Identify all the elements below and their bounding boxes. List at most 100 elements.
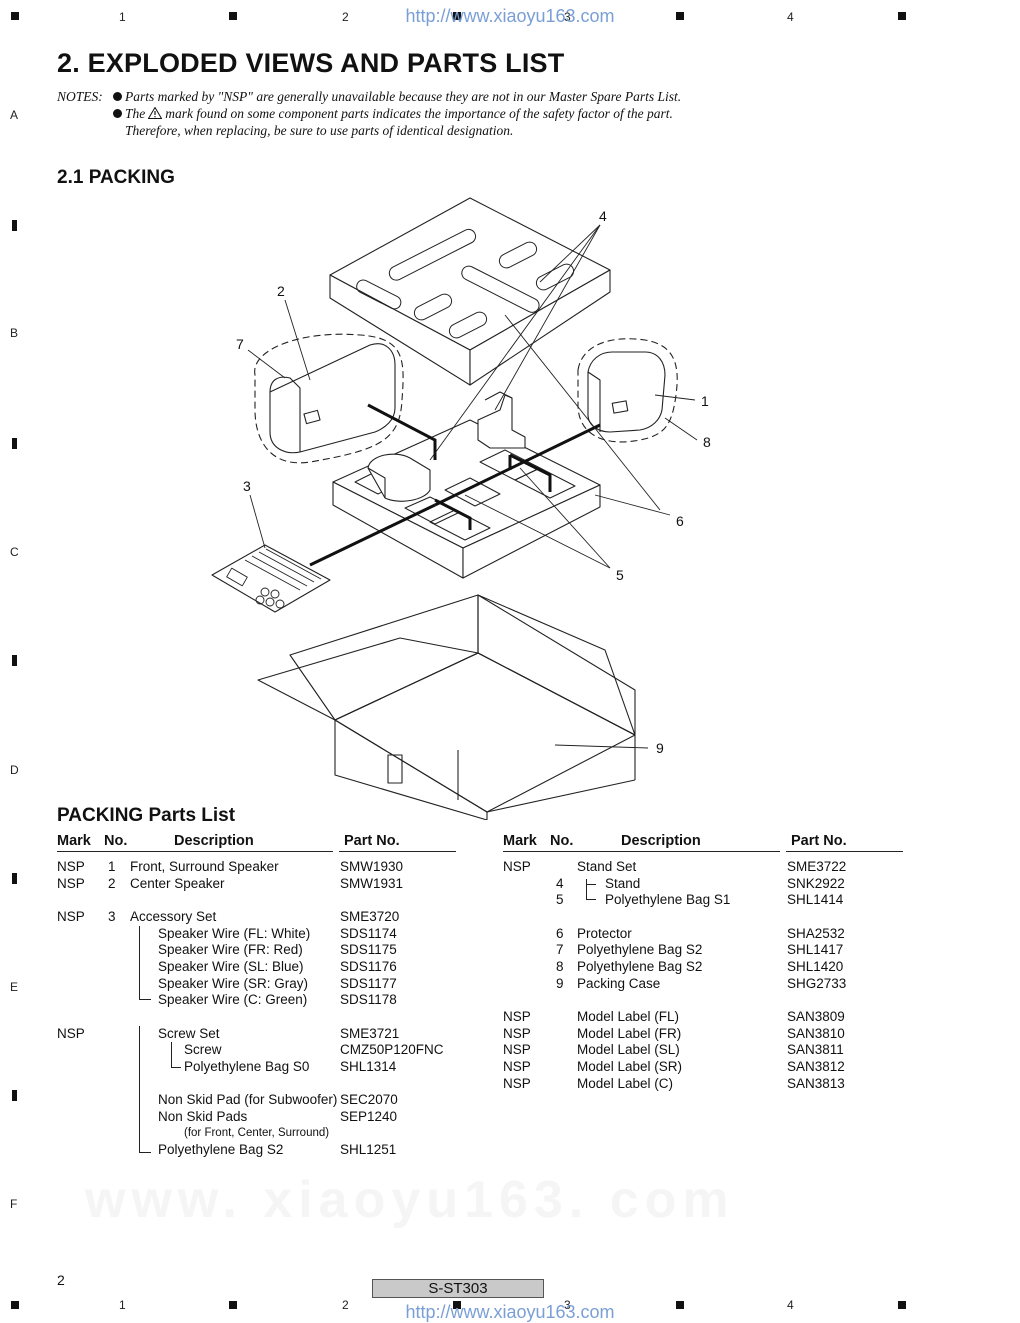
bullet-icon: [113, 92, 122, 101]
row-description: Front, Surround Speaker: [130, 859, 279, 874]
row-no: 4: [556, 876, 564, 891]
row-no: 2: [108, 876, 116, 891]
header-rule: [503, 851, 780, 852]
callout-9: 9: [656, 740, 664, 756]
model-number-box: S-ST303: [372, 1279, 544, 1298]
grid-number-4: 4: [787, 10, 794, 24]
top-protector: [329, 197, 611, 351]
header-rule: [786, 851, 903, 852]
row-part-no: SHL1417: [787, 942, 844, 957]
row-description: Polyethylene Bag S2: [577, 942, 703, 957]
col-header-description: Description: [174, 833, 254, 849]
page-number: 2: [57, 1272, 65, 1288]
row-part-no: SDS1177: [340, 976, 397, 991]
note-2-text-a: The: [125, 106, 146, 121]
row-marker: [12, 873, 17, 884]
row-part-no: SDS1176: [340, 959, 397, 974]
grid-marker: [453, 12, 461, 20]
safety-warning-icon: [148, 107, 163, 119]
tree-line: [586, 899, 596, 900]
row-mark: NSP: [57, 876, 85, 891]
header-rule: [57, 851, 333, 852]
row-no: 9: [556, 976, 564, 991]
row-part-no: SAN3813: [787, 1076, 845, 1091]
row-part-no: SEP1240: [340, 1109, 398, 1124]
grid-marker: [11, 1301, 19, 1309]
row-description-note: (for Front, Center, Surround): [184, 1127, 330, 1139]
row-mark: NSP: [57, 859, 85, 874]
row-description: Screw Set: [158, 1026, 220, 1041]
callout-3: 3: [243, 478, 251, 494]
row-description: Speaker Wire (SR: Gray): [158, 976, 309, 991]
bottom-tray: [332, 419, 601, 549]
center-speaker: [269, 343, 396, 454]
row-description: Non Skid Pad (for Subwoofer): [158, 1092, 338, 1107]
row-description: Accessory Set: [130, 909, 217, 924]
row-letter-b: B: [10, 326, 19, 340]
row-description: Screw: [184, 1042, 222, 1057]
row-part-no: SDS1175: [340, 942, 397, 957]
row-no: 5: [556, 892, 564, 907]
row-no: 3: [108, 909, 116, 924]
row-part-no: SHG2733: [787, 976, 847, 991]
row-letter-e: E: [10, 980, 19, 994]
watermark: www. xiaoyu163. com: [85, 1171, 735, 1229]
row-part-no: SHL1314: [340, 1059, 397, 1074]
row-description: Protector: [577, 926, 632, 941]
grid-number-2: 2: [342, 10, 349, 24]
grid-number-1: 1: [119, 1298, 126, 1312]
row-part-no: SME3721: [340, 1026, 400, 1041]
parts-list-title: PACKING Parts List: [57, 805, 236, 826]
callout-4: 4: [599, 208, 607, 224]
row-part-no: SAN3811: [787, 1042, 844, 1057]
row-mark: NSP: [503, 1076, 531, 1091]
front-surround-speaker: [587, 351, 666, 433]
row-part-no: SAN3809: [787, 1009, 845, 1024]
note-3: Therefore, when replacing, be sure to us…: [125, 122, 513, 139]
note-1-text: Parts marked by "NSP" are generally unav…: [125, 89, 682, 104]
row-mark: NSP: [503, 1042, 531, 1057]
callout-7: 7: [236, 336, 244, 352]
tree-line: [139, 1152, 151, 1153]
grid-marker: [898, 12, 906, 20]
tree-line: [586, 884, 596, 885]
callout-8: 8: [703, 434, 711, 450]
row-letter-f: F: [10, 1197, 18, 1211]
row-part-no: SAN3812: [787, 1059, 845, 1074]
col-header-mark: Mark: [503, 833, 537, 849]
row-description: Model Label (SR): [577, 1059, 683, 1074]
tree-line: [139, 999, 151, 1000]
header-url: http://www.xiaoyu163.com: [405, 6, 615, 26]
tree-line: [139, 1026, 140, 1152]
row-marker: [12, 1090, 17, 1101]
row-part-no: SME3722: [787, 859, 847, 874]
row-description: Polyethylene Bag S1: [605, 892, 731, 907]
row-part-no: SHL1251: [340, 1142, 397, 1157]
grid-marker: [898, 1301, 906, 1309]
row-marker: [12, 438, 17, 449]
grid-marker: [11, 12, 19, 20]
row-description: Non Skid Pads: [158, 1109, 248, 1124]
grid-marker: [676, 12, 684, 20]
header-rule: [339, 851, 456, 852]
row-mark: NSP: [57, 909, 85, 924]
row-part-no: SHL1420: [787, 959, 844, 974]
tree-line: [171, 1067, 181, 1068]
row-part-no: SMW1930: [340, 859, 404, 874]
row-description: Speaker Wire (C: Green): [158, 992, 308, 1007]
grid-marker: [676, 1301, 684, 1309]
callout-1: 1: [701, 393, 709, 409]
row-part-no: SHA2532: [787, 926, 845, 941]
col-header-part-no: Part No.: [791, 833, 847, 849]
col-header-part-no: Part No.: [344, 833, 400, 849]
footer-url: http://www.xiaoyu163.com: [405, 1302, 615, 1322]
grid-number-4: 4: [787, 1298, 794, 1312]
row-description: Center Speaker: [130, 876, 225, 891]
callout-2: 2: [277, 283, 285, 299]
bullet-icon: [113, 109, 122, 118]
row-description: Model Label (FR): [577, 1026, 682, 1041]
tree-line: [139, 926, 140, 999]
grid-number-1: 1: [119, 10, 126, 24]
row-part-no: CMZ50P120FNC: [340, 1042, 444, 1057]
row-mark: NSP: [503, 1059, 531, 1074]
